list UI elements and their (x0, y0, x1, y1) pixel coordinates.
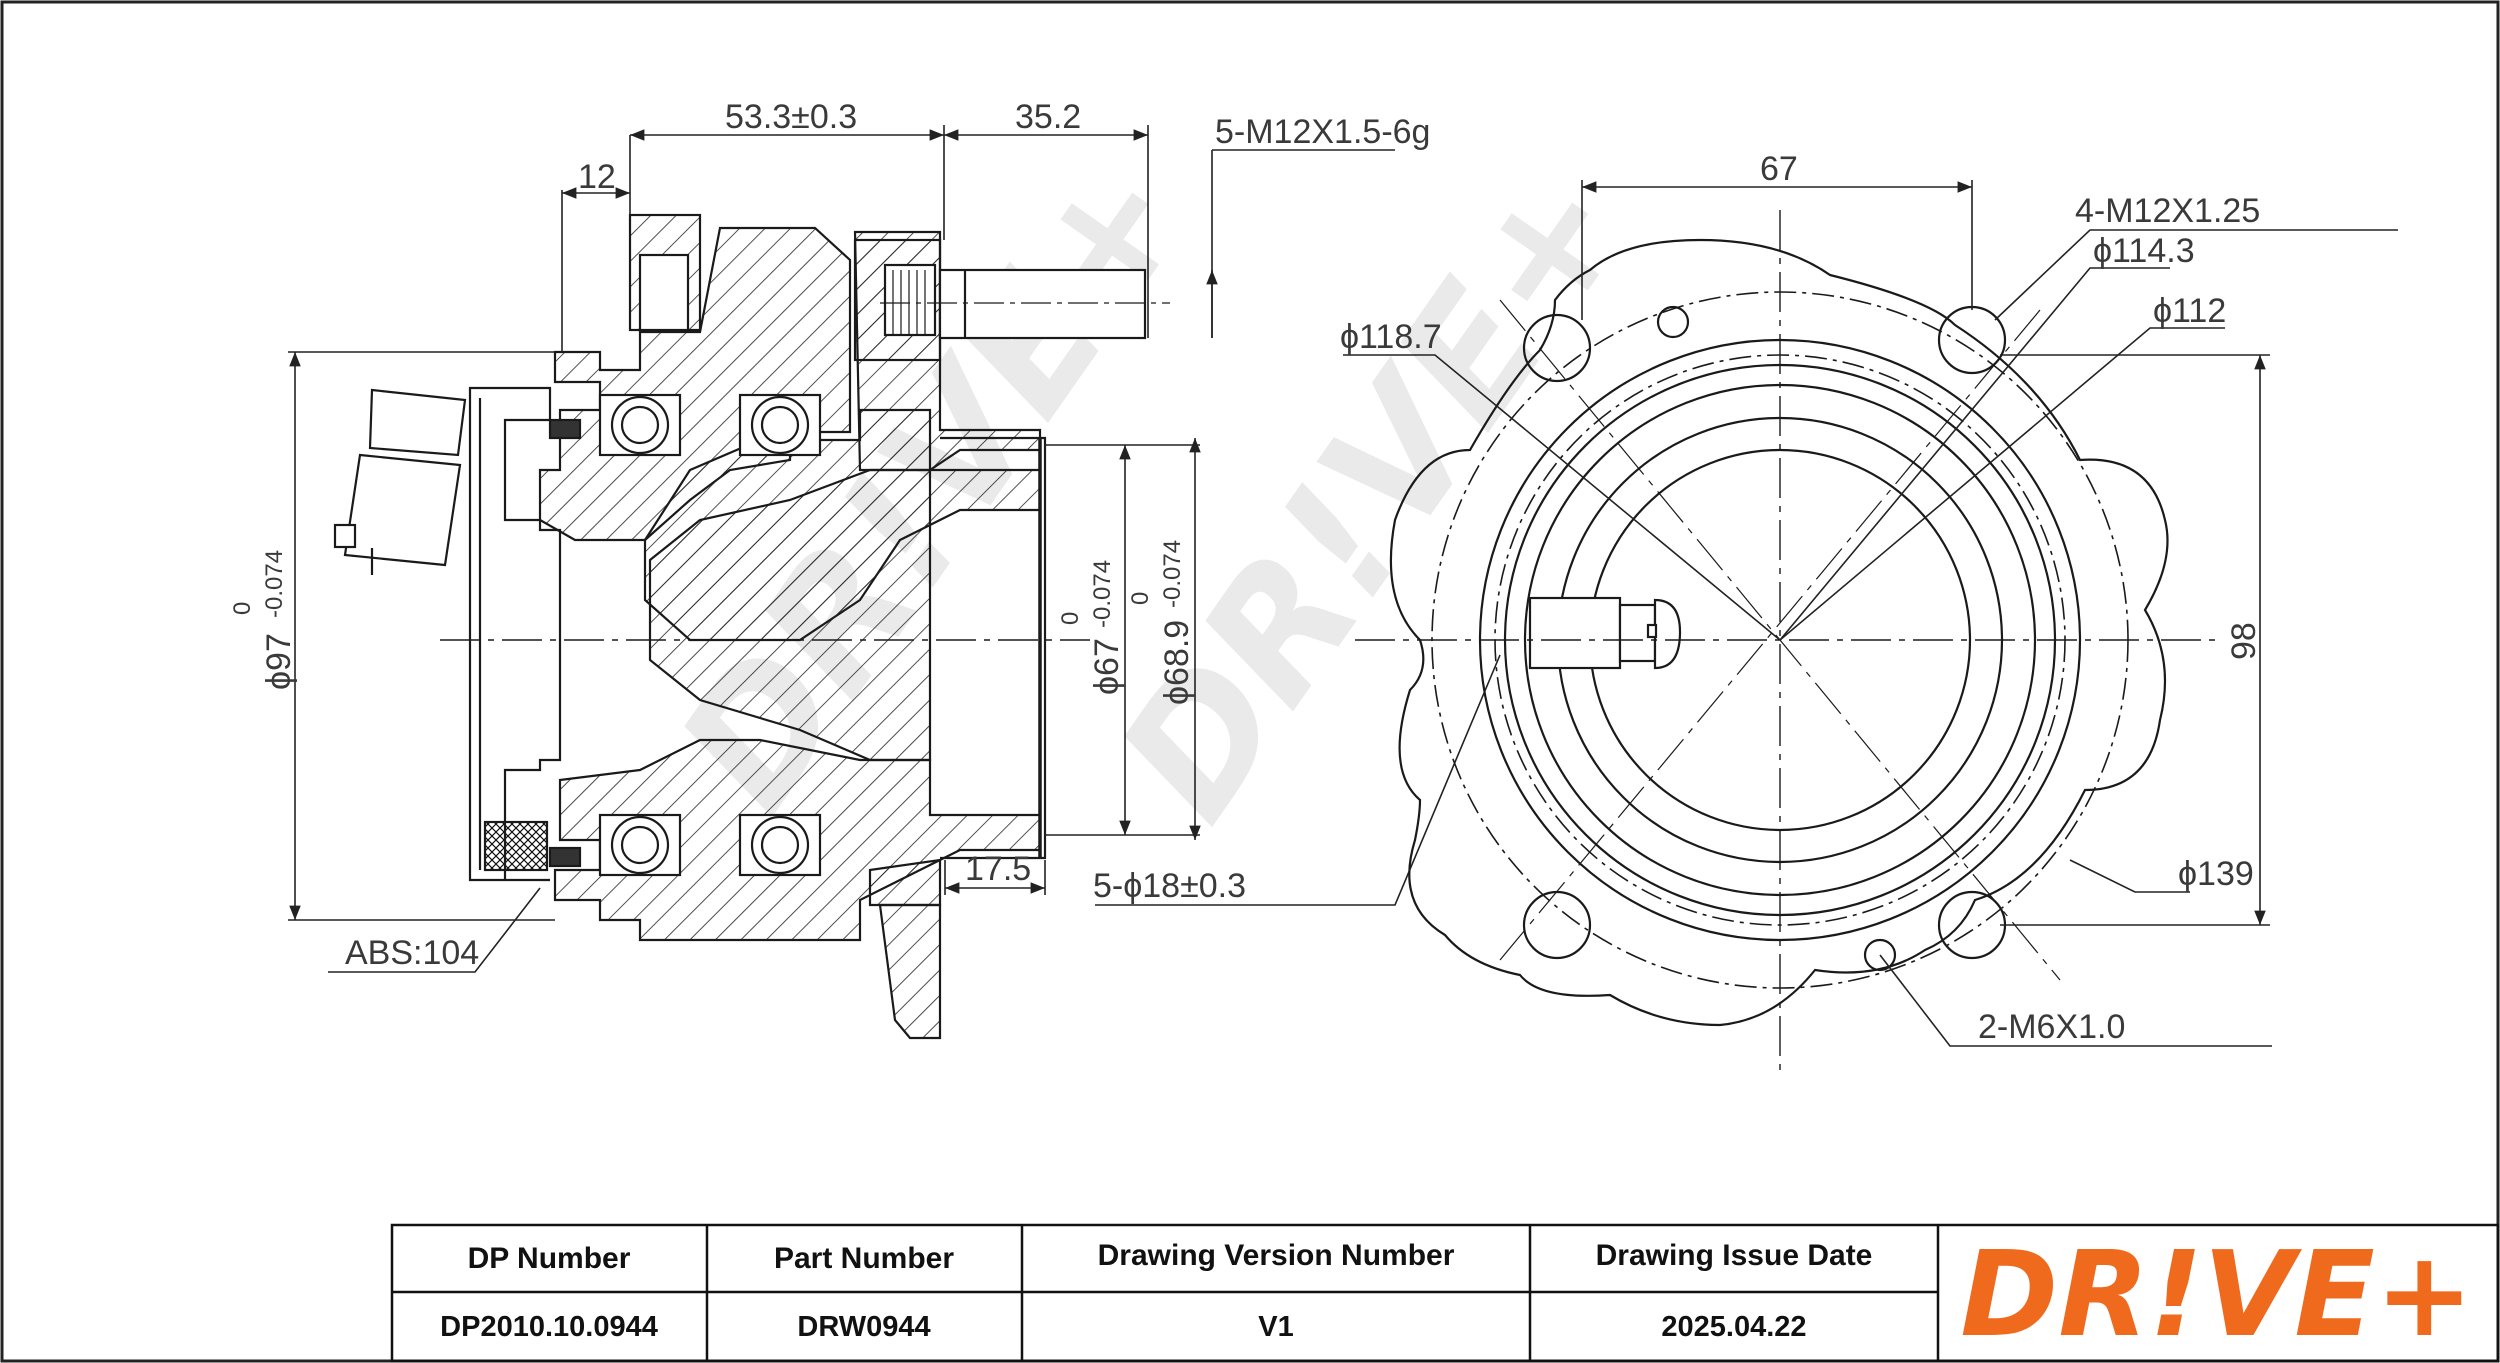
m6-hole-bottom (1863, 938, 1897, 972)
front-view (1355, 210, 2215, 1075)
front-abs-connector (1528, 596, 1682, 670)
dia-97-text: ϕ97 (260, 633, 298, 690)
part-number-header: Part Number (774, 1242, 954, 1275)
dim-53-3-text: 53.3±0.3 (725, 98, 857, 136)
housing-outline (468, 386, 562, 882)
flange-outline (1389, 238, 2169, 1027)
holes-text: 5-ϕ18±0.3 (1093, 867, 1246, 905)
dia-68-9-text: ϕ68.9 (1158, 620, 1196, 705)
dia-67-tol-lower: -0.074 (1089, 560, 1116, 628)
bearing-lower (598, 813, 822, 877)
dim-98-text: 98 (2225, 622, 2263, 660)
dia-67-text: ϕ67 (1088, 638, 1126, 695)
dia-112-text: ϕ112 (2153, 292, 2226, 330)
side-dimension-texts: 12 53.3±0.3 35.2 5-M12X1.5-6g ϕ97 0 -0.0… (229, 98, 1430, 972)
front-dimension-texts: 67 4-M12X1.25 ϕ114.3 ϕ112 ϕ118.7 98 ϕ139… (1340, 150, 2263, 1046)
side-section-view (333, 213, 1170, 1040)
dim-67-text: 67 (1760, 150, 1798, 188)
dia-114-3-text: ϕ114.3 (2093, 232, 2195, 270)
side-dimensions (288, 125, 1501, 973)
dp-number-value: DP2010.10.0944 (440, 1311, 658, 1343)
dia-97-tol-lower: -0.074 (261, 550, 288, 618)
dia-118-7-text: ϕ118.7 (1340, 318, 1442, 356)
bolt-hole-bl (1522, 890, 1592, 960)
m6-hole-top (1656, 305, 1690, 339)
seal-lower (548, 846, 582, 868)
diag-2 (1499, 309, 2041, 961)
dim-17-5-text: 17.5 (965, 850, 1031, 888)
issue-date-header: Drawing Issue Date (1596, 1239, 1873, 1272)
dia-67-tol-upper: 0 (1057, 612, 1084, 625)
dia-68-9-tol-lower: -0.074 (1159, 540, 1186, 608)
part-number-value: DRW0944 (797, 1311, 930, 1343)
dp-number-header: DP Number (468, 1242, 631, 1275)
front-dimensions (1343, 180, 2398, 1047)
version-value: V1 (1258, 1311, 1293, 1343)
abs-text: ABS:104 (345, 934, 479, 972)
bolt-thread-text: 4-M12X1.25 (2075, 192, 2260, 230)
dia-68-9-tol-upper: 0 (1127, 592, 1154, 605)
bolt-hole-tl (1522, 313, 1592, 383)
title-block-texts: DP Number Part Number Drawing Version Nu… (440, 1225, 2474, 1363)
flange-plate (940, 436, 1047, 860)
bolt-hole-tr (1937, 305, 2007, 375)
upper-stud-hole (638, 253, 690, 332)
abs-sensor (333, 388, 467, 575)
issue-date-value: 2025.04.22 (1661, 1311, 1806, 1343)
dim-12-text: 12 (578, 158, 616, 196)
title-block (390, 1223, 2500, 1363)
abs-ring (483, 820, 549, 872)
seal-upper (548, 418, 582, 440)
bearing-upper (598, 393, 822, 457)
version-header: Drawing Version Number (1098, 1239, 1455, 1272)
dia-97-tol-upper: 0 (229, 602, 256, 615)
lower-mount-leg (878, 903, 942, 1040)
small-thread-text: 2-M6X1.0 (1978, 1008, 2125, 1046)
stud-thread-text: 5-M12X1.5-6g (1215, 113, 1430, 151)
wheel-stud (853, 238, 1147, 362)
dim-35-2-text: 35.2 (1015, 98, 1081, 136)
dia-139-text: ϕ139 (2178, 855, 2254, 893)
drive-logo: DR!VE+ (1960, 1225, 2473, 1363)
